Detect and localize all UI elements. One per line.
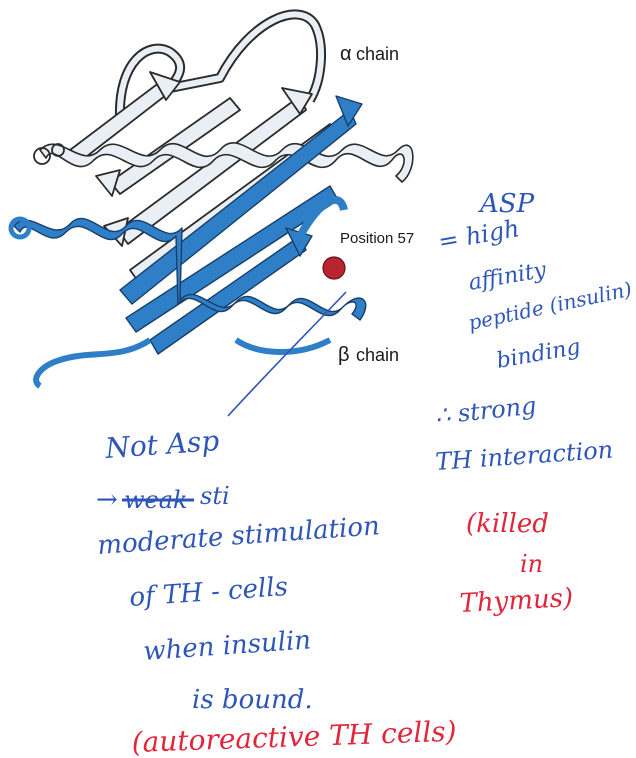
svg-text:is bound.: is bound. bbox=[192, 685, 313, 715]
pointer-line bbox=[228, 292, 346, 416]
not-asp-annotation: Not Asp → weak sti moderate stimulation … bbox=[96, 424, 381, 715]
svg-text:∴ strong: ∴ strong bbox=[434, 391, 538, 429]
svg-text:binding: binding bbox=[495, 335, 583, 374]
autoreactive-annotation: (autoreactive TH cells) bbox=[131, 715, 457, 758]
svg-text:α: α bbox=[340, 43, 352, 65]
svg-text:of TH - cells: of TH - cells bbox=[128, 572, 289, 613]
svg-text:in: in bbox=[520, 550, 543, 578]
svg-text:affinity: affinity bbox=[467, 258, 549, 296]
svg-text:chain: chain bbox=[356, 345, 399, 365]
position-57-marker bbox=[323, 257, 345, 279]
svg-text:→: → bbox=[96, 485, 118, 515]
svg-text:Not Asp: Not Asp bbox=[103, 424, 220, 465]
killed-annotation: (killed in Thymus) bbox=[459, 509, 574, 619]
svg-text:TH interaction: TH interaction bbox=[434, 436, 614, 476]
svg-text:chain: chain bbox=[356, 44, 399, 64]
svg-text:sti: sti bbox=[200, 482, 230, 510]
asp-annotation: ASP = high affinity peptide (insulin) bi… bbox=[436, 189, 634, 374]
svg-text:β: β bbox=[338, 344, 350, 366]
svg-text:when insulin: when insulin bbox=[142, 625, 312, 667]
svg-text:ASP: ASP bbox=[478, 189, 535, 219]
svg-text:= high: = high bbox=[436, 214, 521, 256]
svg-text:(killed: (killed bbox=[466, 509, 549, 539]
strong-annotation: ∴ strong TH interaction bbox=[434, 391, 614, 475]
alpha-chain-label: α chain bbox=[340, 43, 399, 65]
svg-text:Thymus): Thymus) bbox=[459, 583, 574, 619]
beta-chain-label: β chain bbox=[338, 344, 399, 366]
position-57-label: Position 57 bbox=[340, 230, 414, 247]
svg-text:moderate stimulation: moderate stimulation bbox=[96, 511, 380, 561]
